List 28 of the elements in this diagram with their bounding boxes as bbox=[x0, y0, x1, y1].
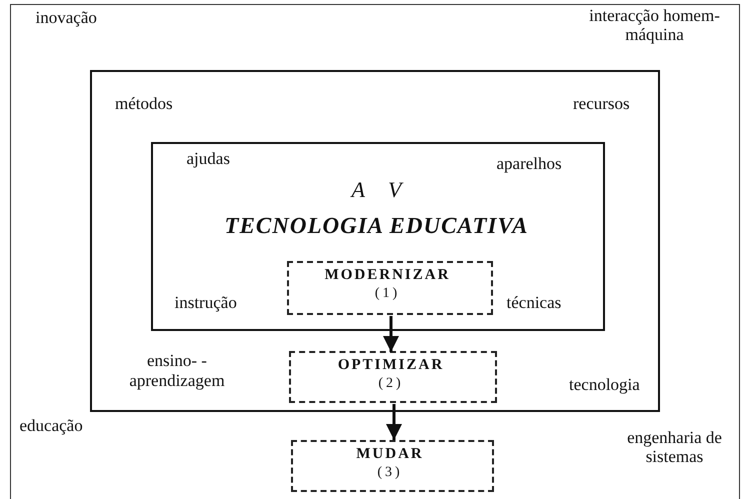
corner-label: métodos bbox=[115, 94, 173, 114]
corner-label: inovação bbox=[36, 8, 97, 28]
subtitle: A V bbox=[349, 176, 404, 202]
step-label: MUDAR bbox=[355, 446, 425, 463]
corner-label: engenharia de sistemas bbox=[626, 428, 723, 467]
arrow bbox=[383, 316, 399, 352]
corner-label: instrução bbox=[174, 292, 237, 312]
step-number: (2) bbox=[377, 377, 405, 391]
corner-label: técnicas bbox=[506, 292, 562, 312]
corner-label: ensino- -aprendizagem bbox=[128, 351, 226, 390]
corner-label: tecnologia bbox=[569, 375, 640, 395]
title: TECNOLOGIA EDUCATIVA bbox=[224, 212, 530, 239]
arrow bbox=[386, 404, 402, 440]
process-box bbox=[289, 351, 497, 403]
corner-label: recursos bbox=[573, 94, 630, 114]
step-number: (1) bbox=[374, 286, 402, 300]
frame-box bbox=[151, 142, 605, 331]
step-label: MODERNIZAR bbox=[324, 266, 452, 284]
corner-label: educação bbox=[20, 416, 83, 436]
corner-label: interacção homem-máquina bbox=[588, 6, 721, 45]
process-box bbox=[286, 260, 492, 314]
frame-box bbox=[10, 4, 740, 499]
process-box bbox=[290, 440, 494, 492]
step-number: (3) bbox=[376, 466, 404, 480]
frame-box bbox=[90, 70, 660, 412]
corner-label: aparelhos bbox=[496, 154, 562, 174]
corner-label: ajudas bbox=[186, 148, 230, 168]
step-label: OPTIMIZAR bbox=[336, 357, 446, 374]
